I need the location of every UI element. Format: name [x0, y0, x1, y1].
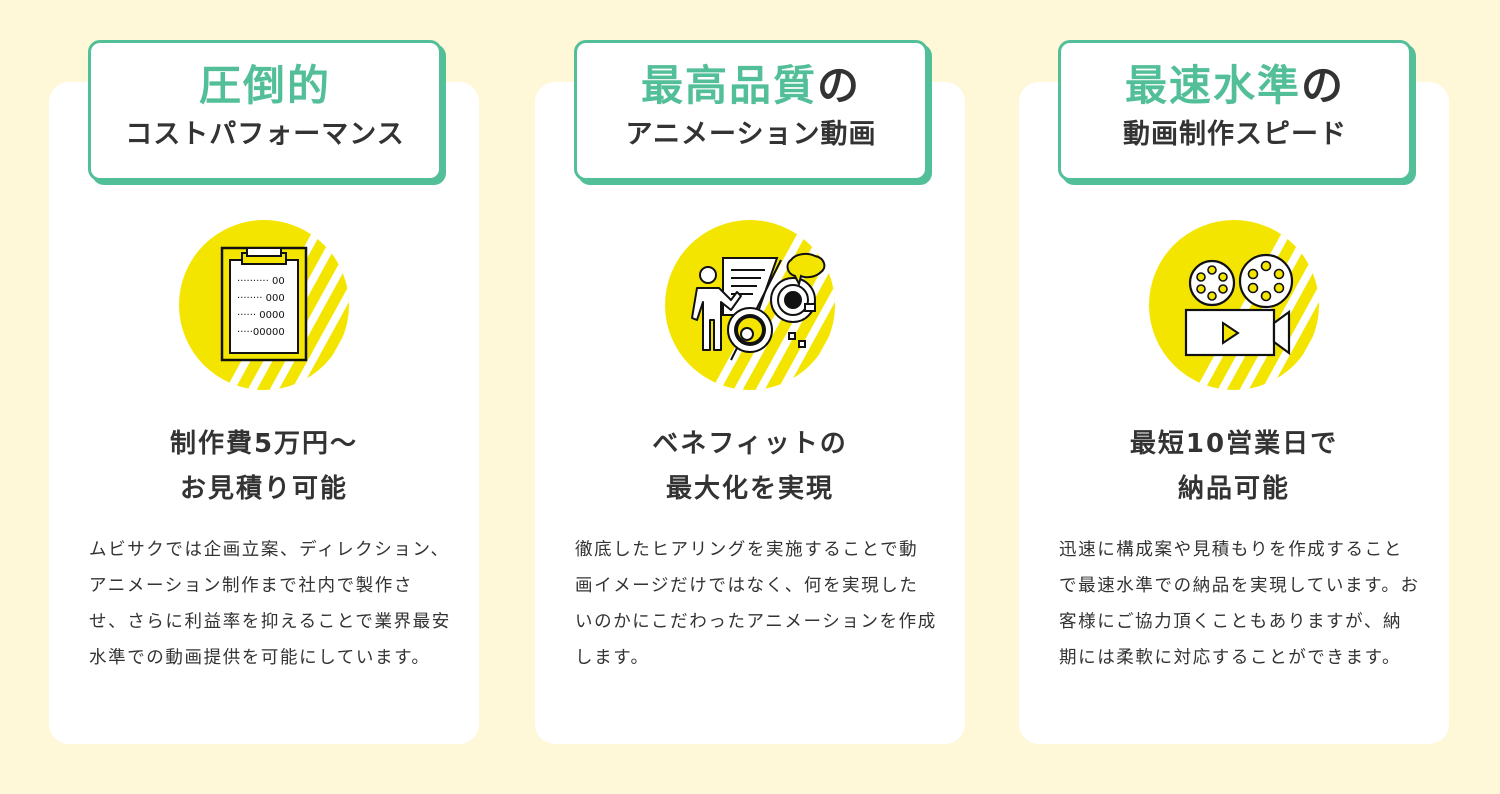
card-background	[49, 82, 479, 744]
headline-line-2: 最大化を実現	[665, 474, 834, 504]
card-background	[535, 82, 965, 744]
feature-card-cost: 圧倒的 コストパフォーマンス ········	[49, 0, 479, 794]
card-title-box: 圧倒的 コストパフォーマンス	[88, 40, 442, 181]
headline-line-1: 最短10営業日で	[1129, 429, 1339, 459]
title-suffix-text: の	[1301, 61, 1346, 110]
card-title-main: 圧倒的	[91, 59, 439, 113]
headline-line-2: お見積り可能	[179, 474, 348, 504]
card-headline: 制作費5万円〜 お見積り可能	[49, 422, 479, 512]
feature-card-speed: 最速水準の 動画制作スピード	[1019, 0, 1449, 794]
svg-text:········ 000: ········ 000	[237, 293, 285, 304]
headline-line-1: 制作費5万円〜	[169, 429, 359, 459]
card-headline: ベネフィットの 最大化を実現	[535, 422, 965, 512]
headline-line-2: 納品可能	[1177, 474, 1290, 504]
card-title-sub: コストパフォーマンス	[125, 119, 405, 150]
card-title-sub: アニメーション動画	[625, 119, 877, 150]
svg-text:······ 0000: ······ 0000	[237, 310, 285, 321]
title-accent-text: 最高品質	[640, 61, 817, 110]
card-title-sub: 動画制作スピード	[1123, 119, 1347, 150]
title-accent-text: 圧倒的	[198, 61, 331, 110]
card-title-box: 最速水準の 動画制作スピード	[1058, 40, 1412, 181]
feature-card-quality: 最高品質の アニメーション動画	[535, 0, 965, 794]
card-body-text: ムビサクでは企画立案、ディレクション、アニメーション制作まで社内で製作させ、さら…	[89, 540, 451, 668]
card-headline: 最短10営業日で 納品可能	[1019, 422, 1449, 512]
headline-line-1: ベネフィットの	[652, 429, 848, 459]
title-suffix-text: の	[817, 61, 862, 110]
clipboard-price-list-icon: ·········· 00 ········ 000 ······ 0000 ·…	[179, 220, 349, 390]
card-background	[1019, 82, 1449, 744]
card-title-box: 最高品質の アニメーション動画	[574, 40, 928, 181]
presentation-person-target-icon	[665, 220, 835, 390]
card-body-text: 迅速に構成案や見積もりを作成することで最速水準での納品を実現しています。お客様に…	[1059, 540, 1420, 668]
card-body-text: 徹底したヒアリングを実施することで動画イメージだけではなく、何を実現したいのかに…	[575, 540, 937, 668]
svg-text:·····00000: ·····00000	[237, 327, 285, 338]
svg-text:·········· 00: ·········· 00	[237, 276, 285, 287]
card-title-main: 最速水準の	[1061, 59, 1409, 113]
title-accent-text: 最速水準	[1124, 61, 1301, 110]
movie-camera-icon	[1149, 220, 1319, 390]
card-title-main: 最高品質の	[577, 59, 925, 113]
